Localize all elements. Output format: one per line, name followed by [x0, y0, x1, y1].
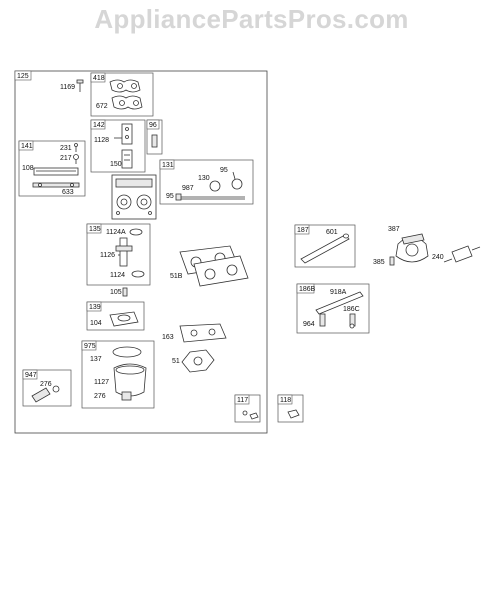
- label-1126[interactable]: 1126: [100, 252, 115, 259]
- label-1127[interactable]: 1127: [94, 379, 109, 386]
- label-964[interactable]: 964: [303, 321, 315, 328]
- part-163-gasket[interactable]: [179, 323, 227, 343]
- label-108[interactable]: 108: [22, 165, 34, 172]
- part-385-screw[interactable]: [389, 256, 395, 266]
- label-163[interactable]: 163: [162, 334, 174, 341]
- part-130-throttle-plates[interactable]: [209, 171, 243, 192]
- label-975: 975: [84, 343, 96, 350]
- part-137-o-ring[interactable]: [112, 346, 142, 358]
- part-231-spring[interactable]: [74, 143, 78, 153]
- label-186C[interactable]: 186C: [343, 306, 360, 313]
- label-95-upper[interactable]: 95: [220, 167, 228, 174]
- label-633[interactable]: 633: [62, 189, 74, 196]
- label-187: 187: [297, 227, 309, 234]
- label-131: 131: [162, 162, 174, 169]
- part-418-gasket[interactable]: [109, 79, 141, 93]
- part-601-fuel-line[interactable]: [300, 233, 350, 264]
- part-117-gasket[interactable]: [242, 410, 259, 420]
- part-104-float[interactable]: [109, 311, 139, 327]
- label-276-solenoid[interactable]: 276: [40, 381, 52, 388]
- part-118-gasket[interactable]: [287, 409, 300, 419]
- label-387[interactable]: 387: [388, 226, 400, 233]
- part-1128-bracket[interactable]: [114, 123, 133, 145]
- label-117: 117: [237, 397, 248, 404]
- label-1169[interactable]: 1169: [60, 84, 75, 91]
- label-672[interactable]: 672: [96, 103, 108, 110]
- part-964-clamp[interactable]: [319, 313, 326, 327]
- label-142: 142: [93, 122, 105, 129]
- part-1126-fuel-bowl[interactable]: [115, 237, 133, 267]
- part-918A-fuel-line[interactable]: [315, 291, 364, 315]
- label-139: 139: [89, 304, 101, 311]
- part-987-shaft[interactable]: [175, 193, 245, 201]
- label-1124A[interactable]: 1124A: [106, 229, 126, 236]
- part-51B-spacer[interactable]: [179, 245, 249, 287]
- label-150[interactable]: 150: [110, 161, 122, 168]
- part-186C-valve[interactable]: [349, 313, 356, 329]
- part-240-fuel-filter[interactable]: [443, 245, 481, 263]
- part-387-fuel-pump[interactable]: [395, 233, 429, 263]
- part-carburetor-body[interactable]: [111, 174, 157, 220]
- label-96: 96: [149, 122, 157, 129]
- label-141: 141: [21, 143, 33, 150]
- part-1169-screw[interactable]: [76, 79, 84, 92]
- label-918A[interactable]: 918A: [330, 289, 347, 296]
- label-135: 135: [89, 226, 101, 233]
- watermark-logo: AppliancePartsPros.com: [94, 4, 409, 34]
- label-276-bowl[interactable]: 276: [94, 393, 106, 400]
- label-51[interactable]: 51: [172, 358, 180, 365]
- part-150-plate[interactable]: [121, 149, 133, 169]
- label-51B[interactable]: 51B: [170, 273, 183, 280]
- part-1124A-bowl-gasket[interactable]: [129, 228, 143, 236]
- label-104[interactable]: 104: [90, 320, 102, 327]
- label-385[interactable]: 385: [373, 259, 385, 266]
- label-418: 418: [93, 75, 105, 82]
- part-1127-float-bowl[interactable]: [113, 363, 147, 401]
- part-108-link[interactable]: [32, 167, 80, 188]
- label-105[interactable]: 105: [110, 289, 122, 296]
- label-118: 118: [280, 397, 291, 404]
- part-96-screw[interactable]: [151, 134, 158, 148]
- label-987[interactable]: 987: [182, 185, 194, 192]
- part-105-screw[interactable]: [122, 287, 128, 297]
- part-1124-gasket[interactable]: [131, 270, 145, 278]
- part-217-spring[interactable]: [73, 154, 79, 165]
- label-130[interactable]: 130: [198, 175, 210, 182]
- part-51-gasket[interactable]: [181, 349, 215, 373]
- label-217[interactable]: 217: [60, 155, 72, 162]
- label-1128[interactable]: 1128: [94, 137, 109, 144]
- label-947: 947: [25, 372, 37, 379]
- label-95-lower[interactable]: 95: [166, 193, 174, 200]
- label-240[interactable]: 240: [432, 254, 444, 261]
- label-1124[interactable]: 1124: [110, 272, 125, 279]
- part-947-solenoid[interactable]: [31, 385, 60, 403]
- label-601[interactable]: 601: [326, 229, 338, 236]
- label-186B: 186B: [299, 286, 316, 293]
- label-137[interactable]: 137: [90, 356, 102, 363]
- label-125: 125: [17, 73, 29, 80]
- part-672-gasket[interactable]: [111, 95, 143, 110]
- label-231[interactable]: 231: [60, 145, 72, 152]
